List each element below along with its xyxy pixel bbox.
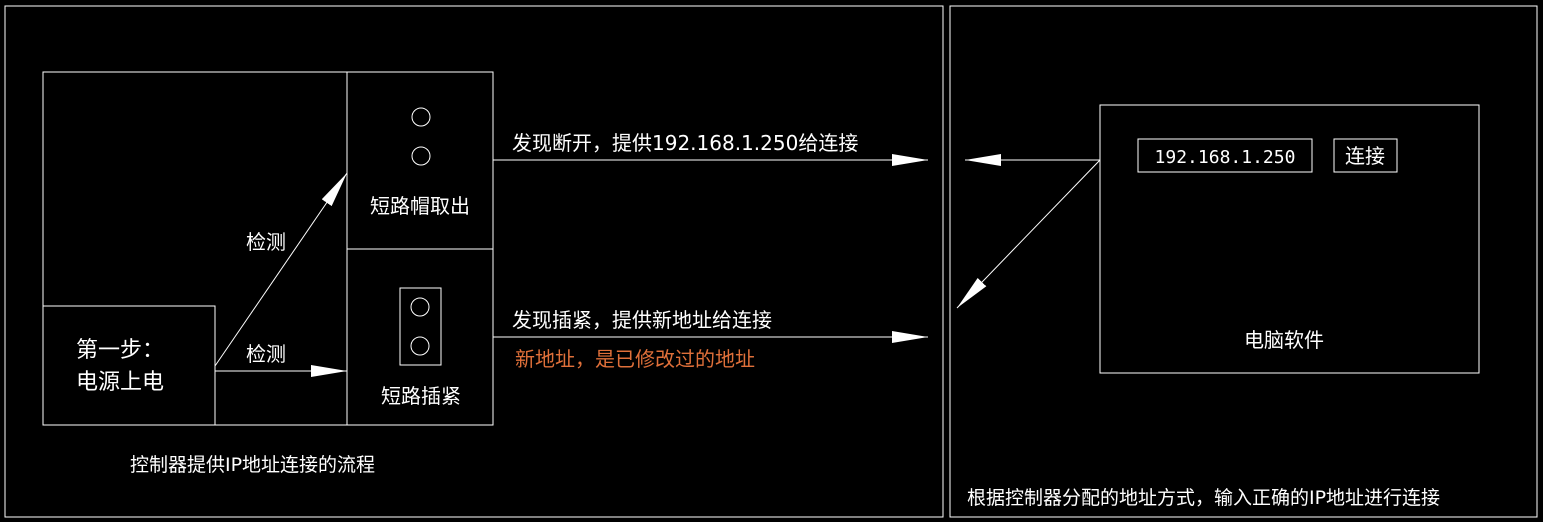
software-arrow-lower	[956, 159, 1101, 309]
right-panel-frame	[949, 5, 1538, 518]
detect-arrow-upper	[214, 172, 348, 367]
pin-open-top	[411, 107, 431, 127]
detect-label-lower: 检测	[246, 342, 286, 366]
step-label-line2: 电源上电	[76, 370, 164, 395]
pin-jumped-top	[410, 297, 430, 317]
upper-message: 发现断开，提供192.168.1.250给连接	[512, 131, 858, 155]
lower-message: 发现插紧，提供新地址给连接	[512, 308, 772, 332]
pin-jumped-bottom	[410, 336, 430, 356]
software-box	[1099, 104, 1480, 374]
connect-button-label: 连接	[1345, 144, 1385, 168]
shunt-inserted-label: 短路插紧	[381, 384, 461, 408]
ip-address-field[interactable]	[1137, 138, 1313, 173]
power-on-step-box	[42, 305, 216, 426]
detect-label-upper: 检测	[246, 230, 286, 254]
shunt-removed-label: 短路帽取出	[370, 194, 470, 218]
left-panel-caption: 控制器提供IP地址连接的流程	[130, 454, 375, 476]
new-address-note: 新地址，是已修改过的地址	[515, 347, 755, 371]
software-label: 电脑软件	[1244, 328, 1324, 352]
step-label-line1: 第一步：	[76, 338, 164, 363]
connect-button[interactable]	[1333, 138, 1398, 173]
right-panel-caption: 根据控制器分配的地址方式，输入正确的IP地址进行连接	[967, 487, 1440, 509]
left-panel-frame	[4, 5, 944, 518]
pin-open-bottom	[411, 146, 431, 166]
jumper-cap	[399, 287, 442, 366]
ip-address-value: 192.168.1.250	[1155, 147, 1296, 168]
